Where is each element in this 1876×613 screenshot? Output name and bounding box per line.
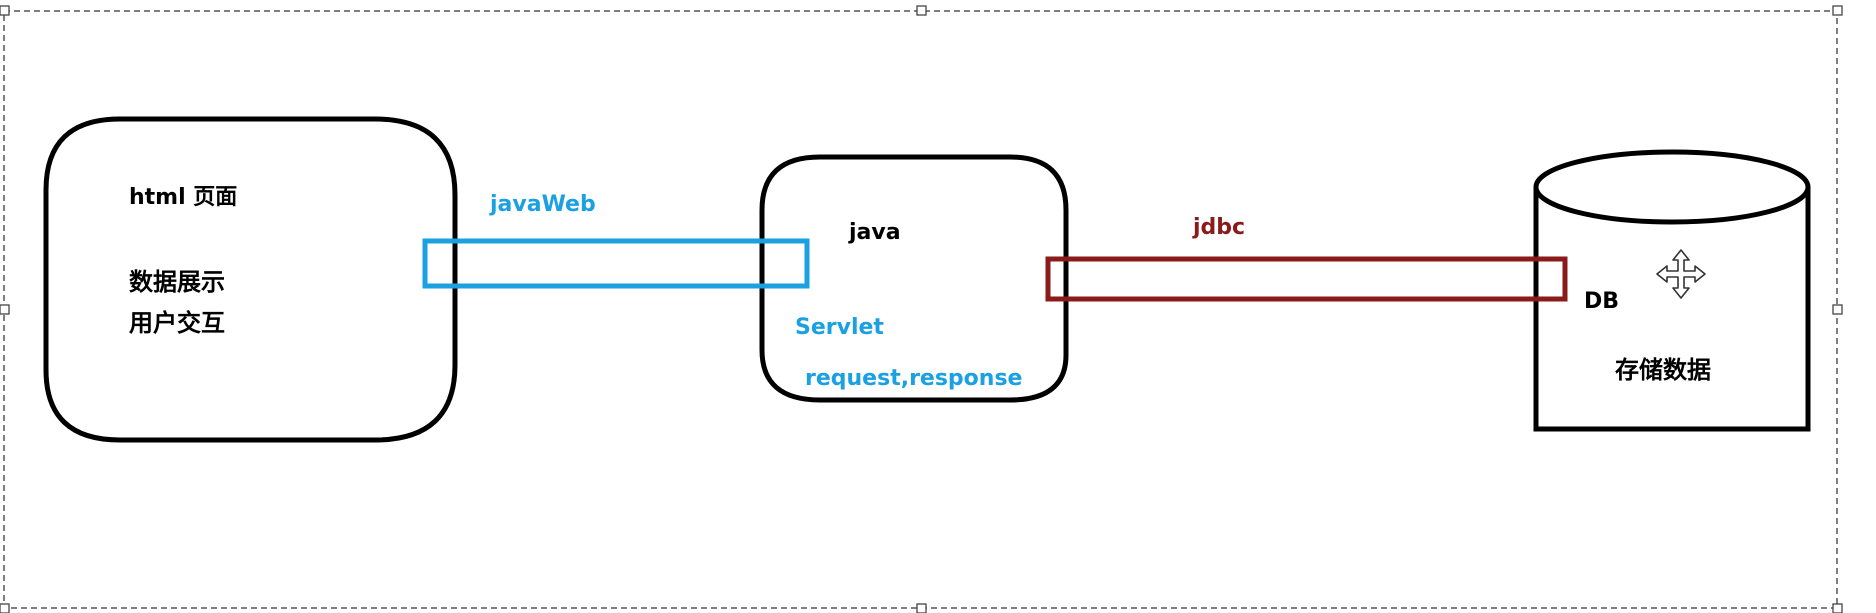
request-response-label: request,response	[805, 366, 1022, 391]
selection-handles[interactable]	[0, 5, 1843, 613]
handle-top-middle[interactable]	[916, 5, 927, 16]
database-name: DB	[1584, 289, 1619, 314]
handle-middle-left[interactable]	[0, 304, 10, 315]
javaweb-connector[interactable]	[422, 238, 810, 289]
handle-bottom-right[interactable]	[1832, 603, 1843, 613]
jdbc-connector[interactable]	[1045, 256, 1568, 302]
handle-top-left[interactable]	[0, 5, 10, 16]
server-box[interactable]	[759, 154, 1069, 403]
handle-top-right[interactable]	[1832, 5, 1843, 16]
client-title: html 页面	[129, 185, 237, 210]
database-body	[1533, 187, 1811, 432]
client-line-interaction: 用户交互	[129, 309, 225, 337]
handle-bottom-middle[interactable]	[916, 603, 927, 613]
client-line-display: 数据展示	[129, 268, 225, 296]
database-cylinder[interactable]	[1533, 149, 1811, 432]
handle-bottom-left[interactable]	[0, 603, 10, 613]
client-box[interactable]	[43, 116, 458, 443]
server-title: java	[848, 220, 901, 245]
move-cursor-icon	[1656, 249, 1706, 299]
handle-middle-right[interactable]	[1832, 304, 1843, 315]
database-top	[1533, 149, 1811, 225]
jdbc-label: jdbc	[1192, 215, 1245, 240]
javaweb-label: javaWeb	[489, 192, 596, 217]
database-description: 存储数据	[1615, 356, 1711, 384]
servlet-label: Servlet	[795, 315, 884, 340]
